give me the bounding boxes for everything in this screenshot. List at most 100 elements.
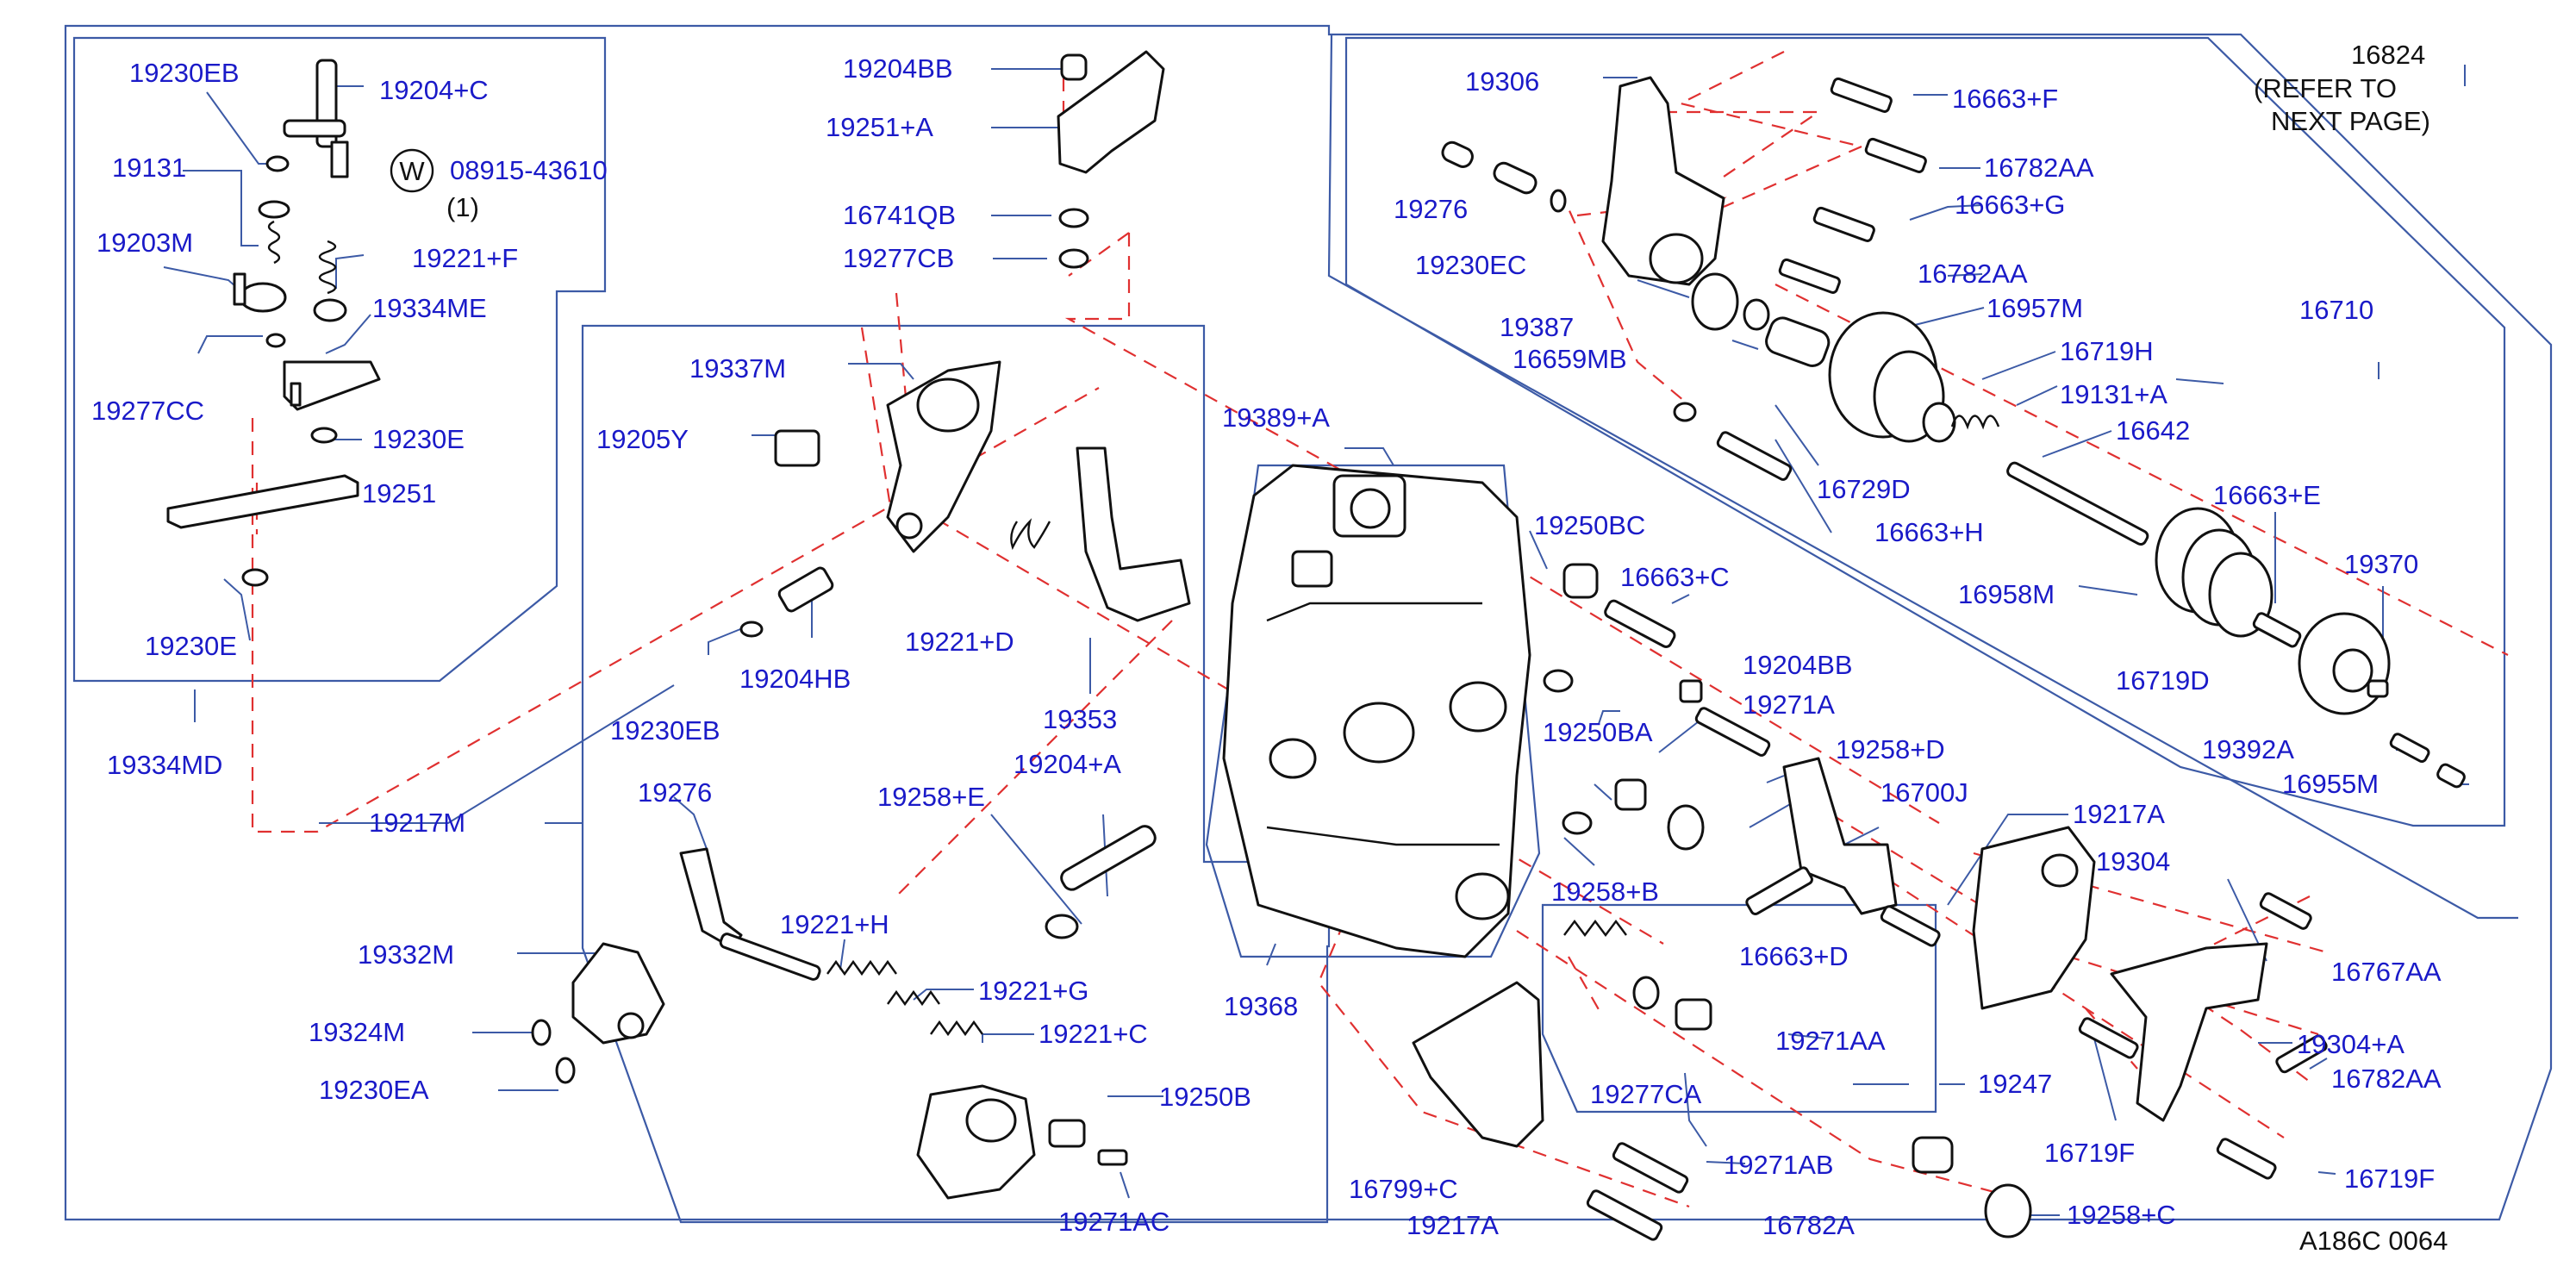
label-19204BB-top: 19204BB xyxy=(843,53,953,84)
washer-16741QB xyxy=(1058,208,1089,228)
note-line-1: (REFER TO xyxy=(2254,73,2397,103)
label-19251A: 19251+A xyxy=(826,112,933,142)
label-16659MB: 16659MB xyxy=(1513,344,1627,374)
subassembly-body-box xyxy=(1205,464,1541,958)
washer-19277CB xyxy=(1058,248,1089,269)
label-16782A: 16782A xyxy=(1762,1210,1855,1240)
label-19221C: 19221+C xyxy=(1039,1019,1148,1049)
label-16719D: 16719D xyxy=(2116,665,2210,696)
pin-19276-top-b xyxy=(1493,161,1537,195)
bolt-19217A-lower xyxy=(1586,1189,1663,1241)
washer-19258D xyxy=(1667,804,1705,851)
label-16663C: 16663+C xyxy=(1620,562,1730,592)
label-19230E-lower: 19230E xyxy=(145,631,237,661)
bolts-16663F-16782AA xyxy=(1778,77,1927,294)
clip-19324M xyxy=(531,1019,552,1046)
nut-19370 xyxy=(2367,679,2389,698)
label-16663E: 16663+E xyxy=(2213,480,2321,510)
bolt-16782AA-lower xyxy=(2275,1034,2328,1074)
label-16663G: 16663+G xyxy=(1955,190,2065,220)
diagram-code: A186C 0064 xyxy=(2299,1226,2448,1256)
label-19337M: 19337M xyxy=(689,353,786,384)
plug-19250BC xyxy=(1562,563,1599,599)
bracket-19353 xyxy=(1076,446,1191,622)
clip-19277CC xyxy=(265,333,286,348)
label-16782AA-b: 16782AA xyxy=(1918,259,2028,289)
bolt-16663D xyxy=(1745,866,1813,915)
pin-19276-top xyxy=(1441,140,1474,168)
bolt-19217A-upper xyxy=(1880,905,1941,947)
bolt-16663E xyxy=(2252,612,2302,648)
label-19258B: 19258+B xyxy=(1551,877,1659,907)
cap-16955M xyxy=(2436,763,2466,789)
clip-19230E-upper xyxy=(310,427,338,444)
label-19230EC: 19230EC xyxy=(1415,250,1526,280)
label-16663H: 16663+H xyxy=(1874,517,1984,547)
body-19389A xyxy=(1222,464,1531,958)
plug-19271AA xyxy=(1675,998,1712,1031)
label-19131A: 19131+A xyxy=(2060,379,2167,409)
label-19250B: 19250B xyxy=(1159,1082,1251,1112)
plug-19250B xyxy=(1048,1119,1086,1148)
label-19304: 19304 xyxy=(2096,846,2170,877)
label-16741QB: 16741QB xyxy=(843,200,956,230)
label-16729D: 16729D xyxy=(1817,474,1911,504)
bolt-16719F-b xyxy=(2216,1138,2277,1180)
outer-boundary xyxy=(64,24,2553,1221)
label-19389A: 19389+A xyxy=(1222,402,1330,433)
label-19250BC: 19250BC xyxy=(1534,510,1645,540)
label-19324M: 19324M xyxy=(309,1017,405,1047)
label-19204C: 19204+C xyxy=(379,75,489,105)
nut-19204BB-top xyxy=(1060,53,1088,81)
washer-symbol-letter: W xyxy=(399,156,425,186)
spring-19221G xyxy=(887,989,940,1007)
bolt-19271A xyxy=(1694,707,1771,757)
label-19217A-upper: 19217A xyxy=(2073,799,2165,829)
pin-19204HB xyxy=(777,566,834,613)
bracket-19304 xyxy=(1972,826,2096,1010)
label-19271AB: 19271AB xyxy=(1724,1150,1834,1180)
label-19250BA: 19250BA xyxy=(1543,717,1653,747)
shaft-19276-lower xyxy=(679,847,821,981)
label-19230E-upper: 19230E xyxy=(372,424,465,454)
label-19230EB-b: 19230EB xyxy=(610,715,720,746)
subassembly-16824-line xyxy=(1327,34,2518,920)
label-19353: 19353 xyxy=(1043,704,1117,734)
subassembly-19217M-box xyxy=(581,324,1331,1224)
label-16719F-a: 16719F xyxy=(2044,1138,2135,1168)
subassembly-19334MD-box xyxy=(72,36,607,683)
spring-19221H xyxy=(826,959,897,976)
plug-19271AB xyxy=(1912,1136,1954,1174)
spring-19131A xyxy=(1950,415,2000,430)
washer-19131 xyxy=(258,200,290,219)
label-19276-lower: 19276 xyxy=(638,777,712,808)
washer-symbol-circle xyxy=(390,148,434,193)
bolt-16782A xyxy=(1612,1142,1689,1194)
clip-19230EB-b xyxy=(739,621,764,638)
clip-19230E-lower xyxy=(241,568,269,587)
label-qty-1: (1) xyxy=(446,192,479,222)
washer-19258E xyxy=(1045,914,1079,939)
spring-19247 xyxy=(1563,920,1627,937)
washer-19250BA-a xyxy=(1543,669,1574,693)
label-19221D: 19221+D xyxy=(905,627,1014,657)
spring-19203M xyxy=(233,220,287,313)
label-19277CA: 19277CA xyxy=(1590,1079,1702,1109)
lever-19221C-body xyxy=(916,1084,1036,1200)
label-19332M: 19332M xyxy=(358,939,454,970)
label-19247: 19247 xyxy=(1978,1069,2052,1099)
pin-19204A xyxy=(1060,825,1157,891)
bolt-16767AA xyxy=(2259,892,2312,930)
label-19334ME: 19334ME xyxy=(372,293,487,323)
label-16719H: 16719H xyxy=(2060,336,2154,366)
label-19230EA: 19230EA xyxy=(319,1075,429,1105)
label-19387: 19387 xyxy=(1500,312,1574,342)
label-16719F-b: 16719F xyxy=(2344,1164,2435,1194)
cover-16719D xyxy=(2298,612,2391,715)
washer-19277CA xyxy=(1632,976,1660,1010)
label-19276-upper: 19276 xyxy=(1394,194,1468,224)
label-19205Y: 19205Y xyxy=(596,424,689,454)
label-16957M: 16957M xyxy=(1987,293,2083,323)
subassembly-16710-box xyxy=(1344,36,2506,827)
